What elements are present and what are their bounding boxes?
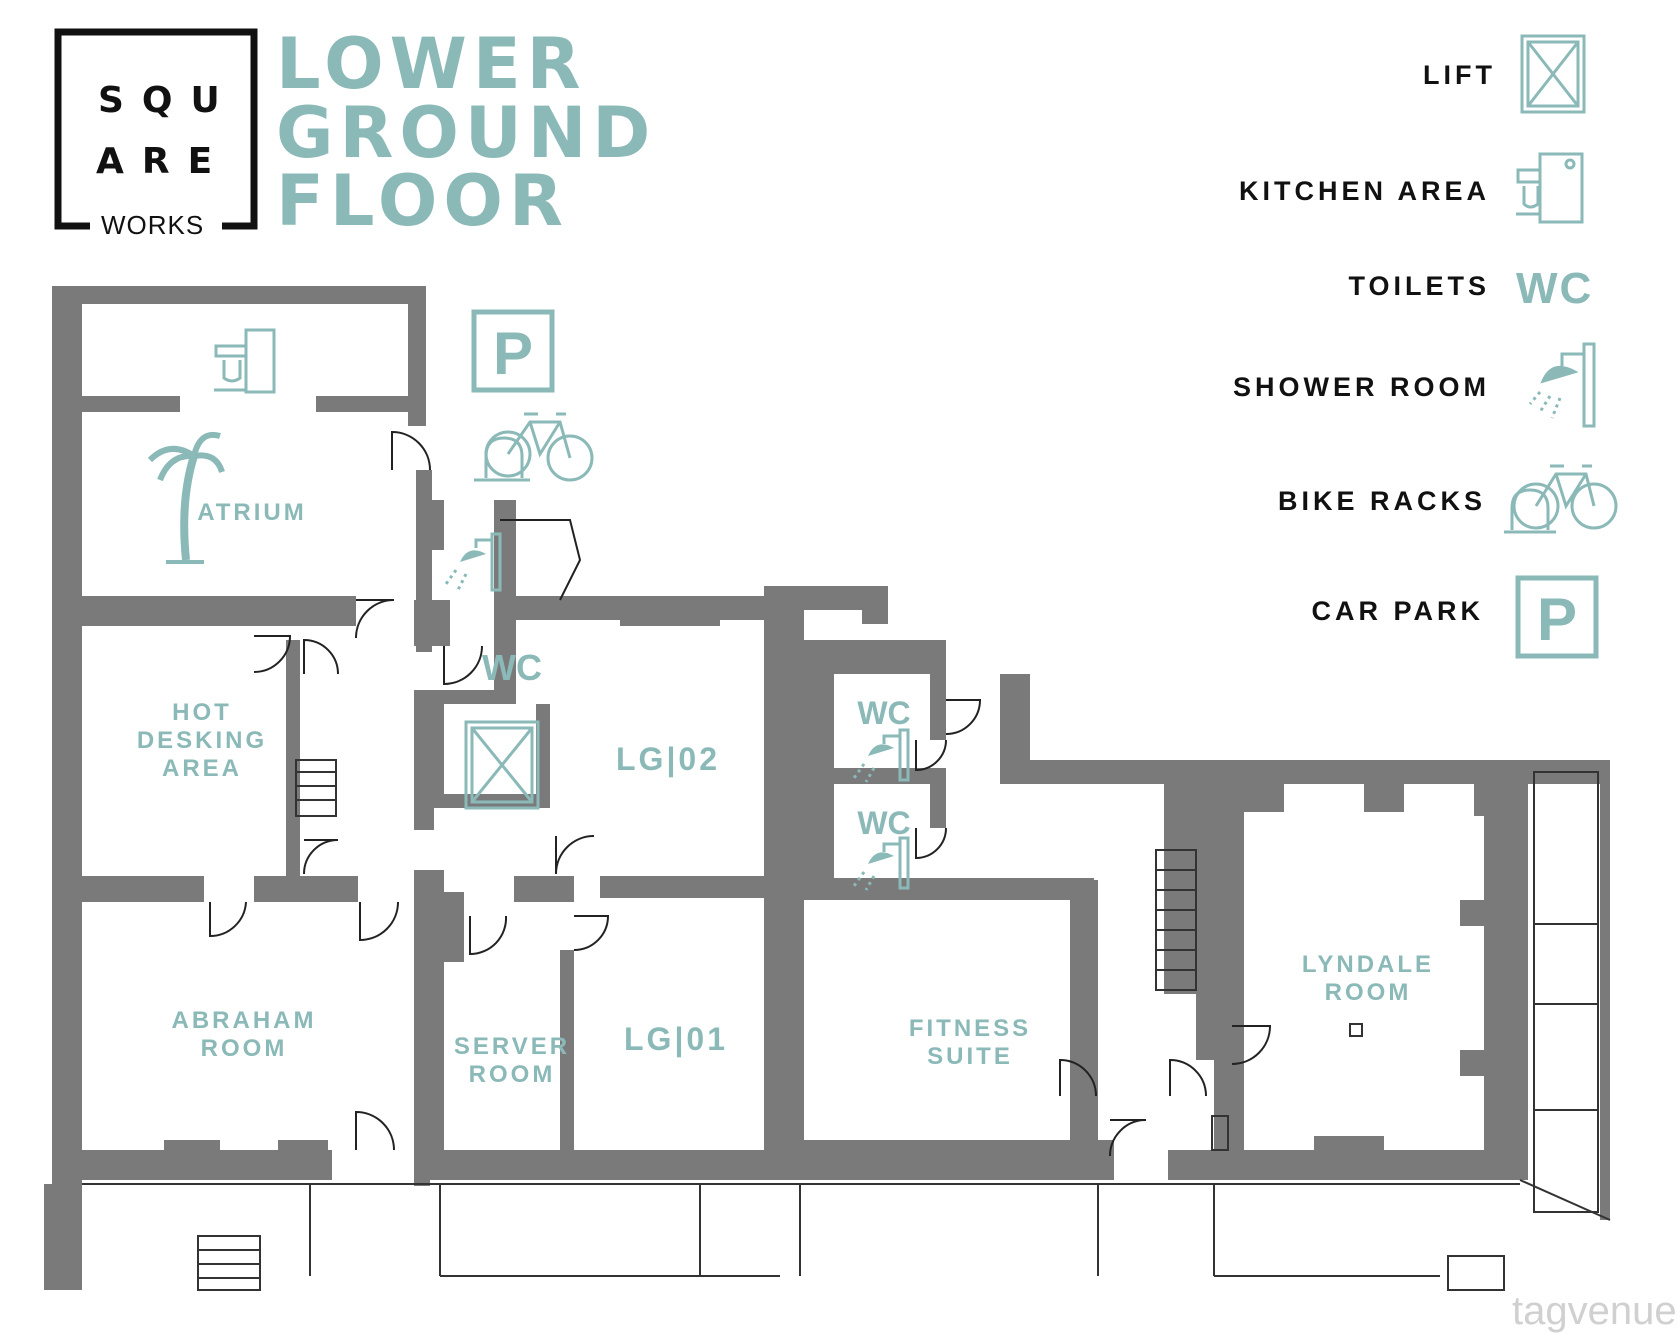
legend-kitchen-label: KITCHEN AREA <box>1239 176 1490 206</box>
title-line-1: LOWER <box>276 23 587 105</box>
logo-line-3: WORKS <box>101 210 204 240</box>
walls <box>44 286 1610 1290</box>
room-labels: ATRIUM HOT DESKING AREA WC LG|02 LG|01 A… <box>137 499 1434 1088</box>
room-lyndale-label-1: LYNDALE <box>1302 951 1434 978</box>
room-server-label-1: SERVER <box>454 1033 570 1060</box>
kitchen-coffee-icon <box>214 328 276 394</box>
lift-icon <box>1520 34 1586 114</box>
bike-rack-icon <box>1504 464 1618 534</box>
room-lg02-label: LG|02 <box>616 741 720 777</box>
page-title: LOWER GROUND FLOOR <box>276 23 656 242</box>
title-line-2: GROUND <box>276 92 656 174</box>
wc-icon: WC <box>1516 264 1593 313</box>
lift-plan-icon <box>464 720 540 810</box>
room-atrium-label: ATRIUM <box>197 499 307 526</box>
room-hot-desking-label-2: DESKING <box>137 727 267 754</box>
legend-carpark-label: CAR PARK <box>1312 596 1485 626</box>
room-server-label-2: ROOM <box>469 1061 556 1088</box>
logo: SQU ARE WORKS <box>54 28 258 240</box>
room-lyndale-label-2: ROOM <box>1325 979 1412 1006</box>
shower-plan-icon-3 <box>852 836 910 891</box>
room-outlines <box>82 430 1611 1291</box>
room-fitness-label-2: SUITE <box>927 1043 1013 1070</box>
legend-bikes-label: BIKE RACKS <box>1278 486 1486 516</box>
room-wc-right-label-1: WC <box>857 695 910 731</box>
room-hot-desking-label-1: HOT <box>172 699 232 726</box>
car-park-letter: P <box>1537 586 1577 653</box>
shower-plan-icon <box>444 532 502 592</box>
room-hot-desking-label-3: AREA <box>162 755 242 782</box>
palm-tree-icon <box>147 432 225 564</box>
legend-shower-label: SHOWER ROOM <box>1233 372 1490 402</box>
coffee-machine-icon <box>1516 152 1584 224</box>
room-fitness-label-1: FITNESS <box>909 1015 1031 1042</box>
watermark: tagvenue <box>1512 1289 1677 1333</box>
logo-frame <box>54 28 258 230</box>
room-wc-label: WC <box>482 647 542 688</box>
car-park-icon: P <box>1515 575 1599 659</box>
room-abraham-label-1: ABRAHAM <box>172 1007 317 1034</box>
logo-line-1: SQU <box>98 80 238 121</box>
legend: LIFT KITCHEN AREA TOILETS WC SHOWER ROOM <box>1233 34 1618 659</box>
legend-toilets-label: TOILETS <box>1348 271 1490 301</box>
shower-icon <box>1528 342 1596 428</box>
shower-plan-icon-2 <box>852 728 910 783</box>
legend-lift-label: LIFT <box>1423 60 1496 90</box>
parking-icon: P <box>471 309 555 393</box>
room-lg01-label: LG|01 <box>624 1021 728 1057</box>
logo-line-2: ARE <box>96 141 230 182</box>
room-wc-right-label-2: WC <box>857 805 910 841</box>
room-abraham-label-2: ROOM <box>201 1035 288 1062</box>
title-line-3: FLOOR <box>276 160 569 242</box>
parking-letter: P <box>493 320 533 387</box>
bike-rack-plan-icon <box>474 412 594 482</box>
